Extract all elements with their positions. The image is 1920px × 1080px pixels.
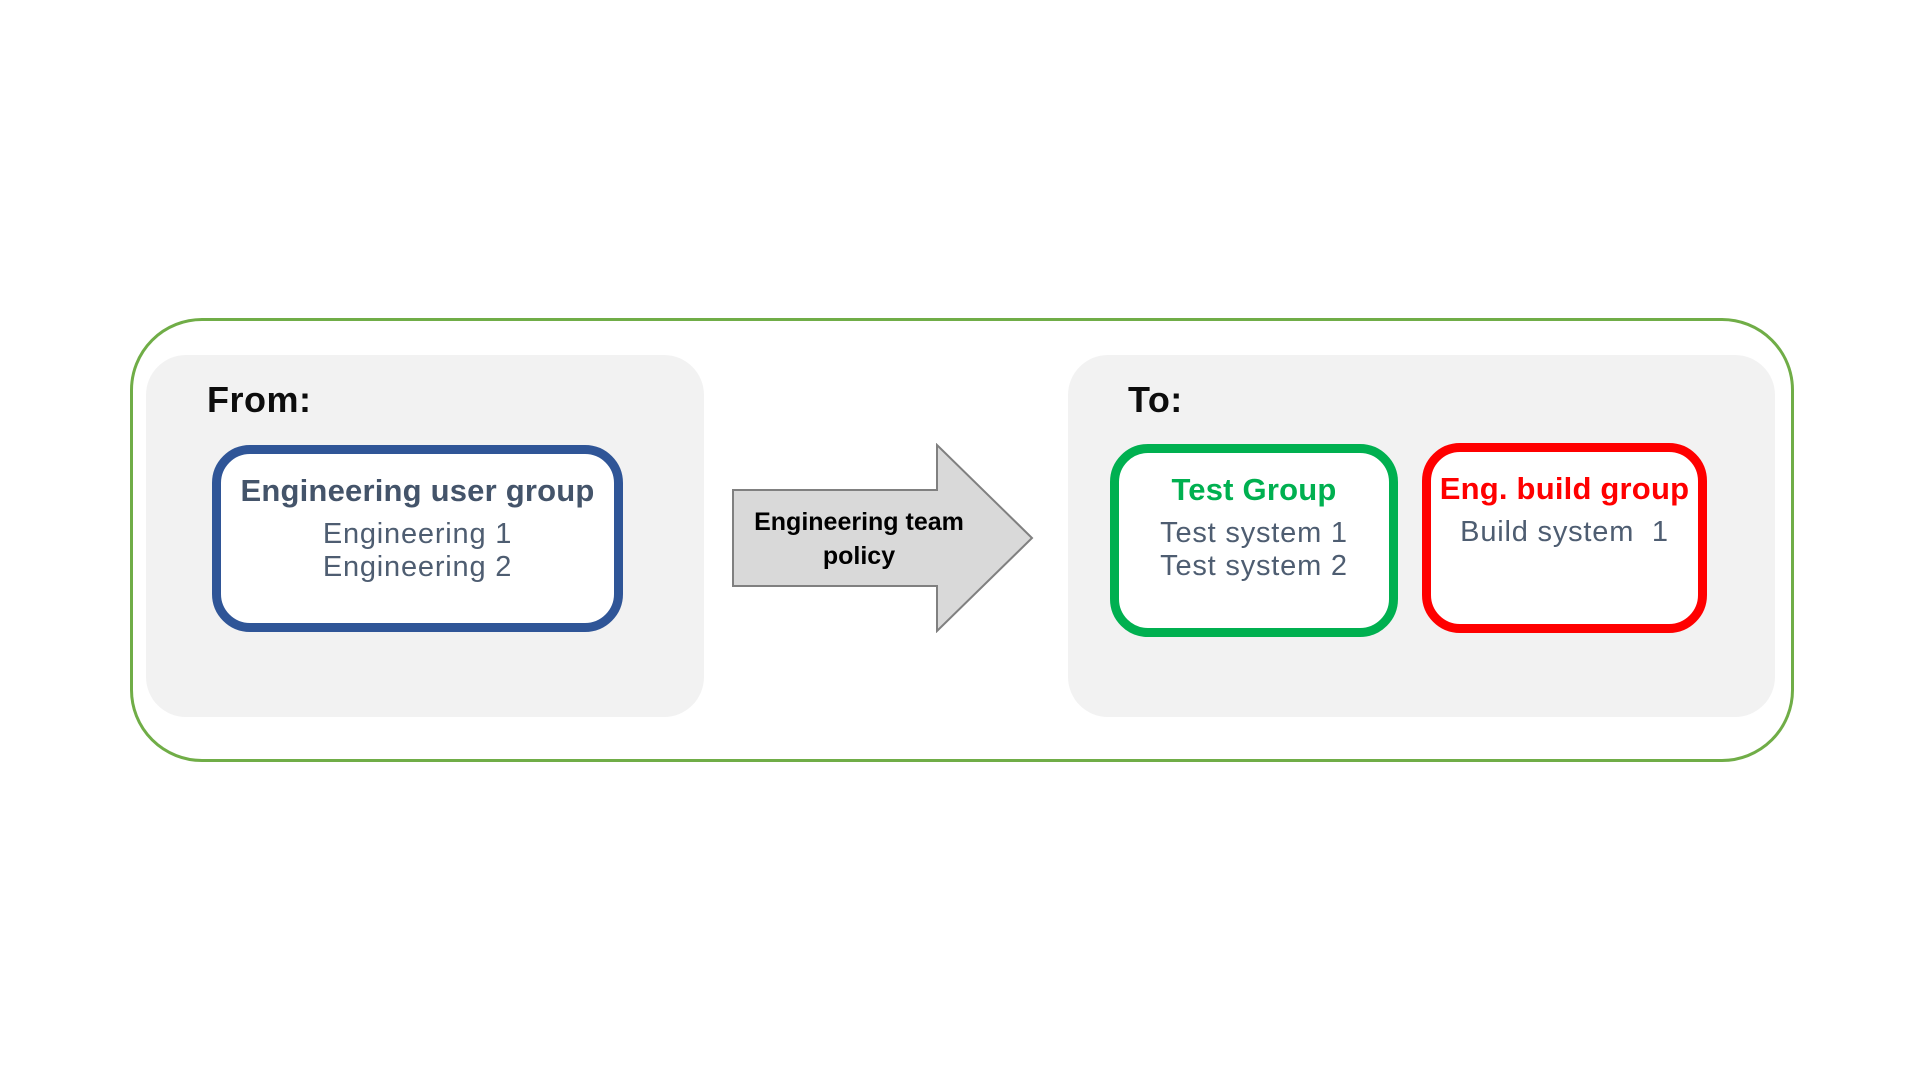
group-member: Test system 2 [1160, 550, 1348, 582]
eng-build-group-title: Eng. build group [1439, 471, 1690, 506]
group-member: Engineering 2 [322, 551, 513, 583]
group-member: Build system 1 [1460, 516, 1669, 548]
policy-arrow-label-line1: Engineering team [754, 508, 964, 536]
group-member: Engineering 1 [322, 518, 513, 550]
policy-arrow-label-line2: policy [822, 542, 896, 570]
engineering-user-group-title: Engineering user group [240, 473, 595, 508]
test-group-box: Test Group Test system 1 Test system 2 [1110, 444, 1398, 637]
eng-build-group-box: Eng. build group Build system 1 [1422, 443, 1707, 633]
policy-flow-container [130, 318, 1794, 762]
engineering-user-group-items: Engineering 1 Engineering 2 [323, 518, 512, 584]
policy-arrow [732, 442, 1034, 634]
engineering-user-group-box: Engineering user group Engineering 1 Eng… [212, 445, 623, 632]
eng-build-group-items: Build system 1 [1460, 516, 1669, 549]
to-label: To: [1128, 379, 1183, 420]
test-group-title: Test Group [1171, 472, 1337, 507]
policy-arrow-label: Engineering team policy [741, 505, 977, 573]
from-label: From: [207, 379, 312, 420]
right-arrow-shape [732, 442, 1034, 634]
test-group-items: Test system 1 Test system 2 [1160, 517, 1348, 583]
group-member: Test system 1 [1160, 517, 1348, 549]
